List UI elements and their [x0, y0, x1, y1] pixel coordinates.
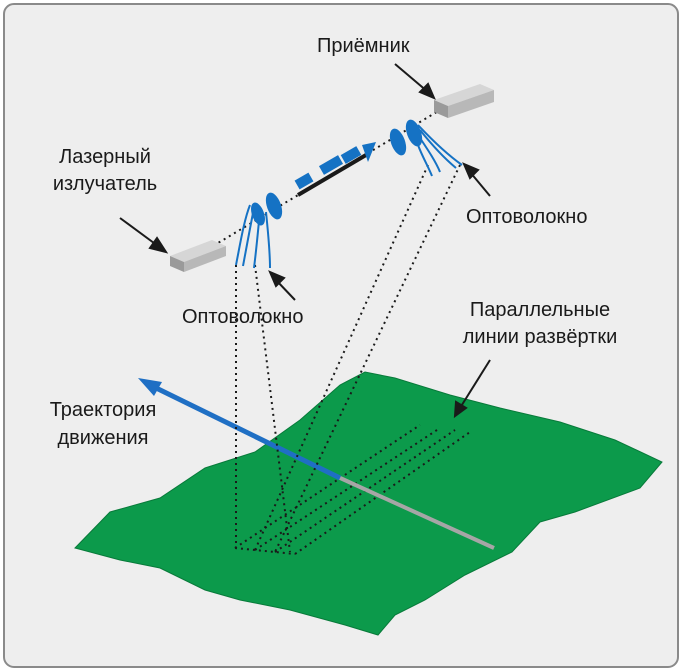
label-fiber-left: Оптоволокно [182, 306, 304, 328]
lens-left-2 [265, 192, 283, 220]
label-trajectory-line2: движения [57, 427, 149, 449]
label-fiber-right: Оптоволокно [466, 206, 588, 228]
trajectory-blue-line [148, 382, 342, 481]
optical-fiber-left [235, 204, 271, 269]
laser-emitter [170, 240, 226, 272]
optic-lens-block-1 [318, 155, 344, 175]
lens-right-1 [389, 128, 407, 156]
projection-lines [235, 164, 461, 553]
optic-lens-block-2 [340, 146, 362, 164]
label-scan-lines-line2: линии развёртки [462, 326, 618, 348]
receiver-device [434, 84, 494, 118]
beam-path-solid [296, 153, 368, 197]
label-laser-emitter-line1: Лазерный [59, 146, 151, 168]
optic-prism-2 [362, 142, 376, 162]
label-scan-lines-line1: Параллельные [469, 299, 611, 321]
trajectory-gray-line [337, 475, 495, 550]
label-trajectory-line1: Траектория [49, 399, 157, 421]
label-receiver: Приёмник [317, 35, 410, 57]
optic-prism-1 [294, 172, 314, 190]
terrain [74, 371, 663, 636]
label-laser-emitter-line2: излучатель [52, 173, 158, 195]
optical-fiber-right [417, 124, 463, 177]
callout-arrows [119, 63, 491, 419]
optics [294, 142, 376, 190]
trajectory-arrowhead [138, 378, 162, 396]
